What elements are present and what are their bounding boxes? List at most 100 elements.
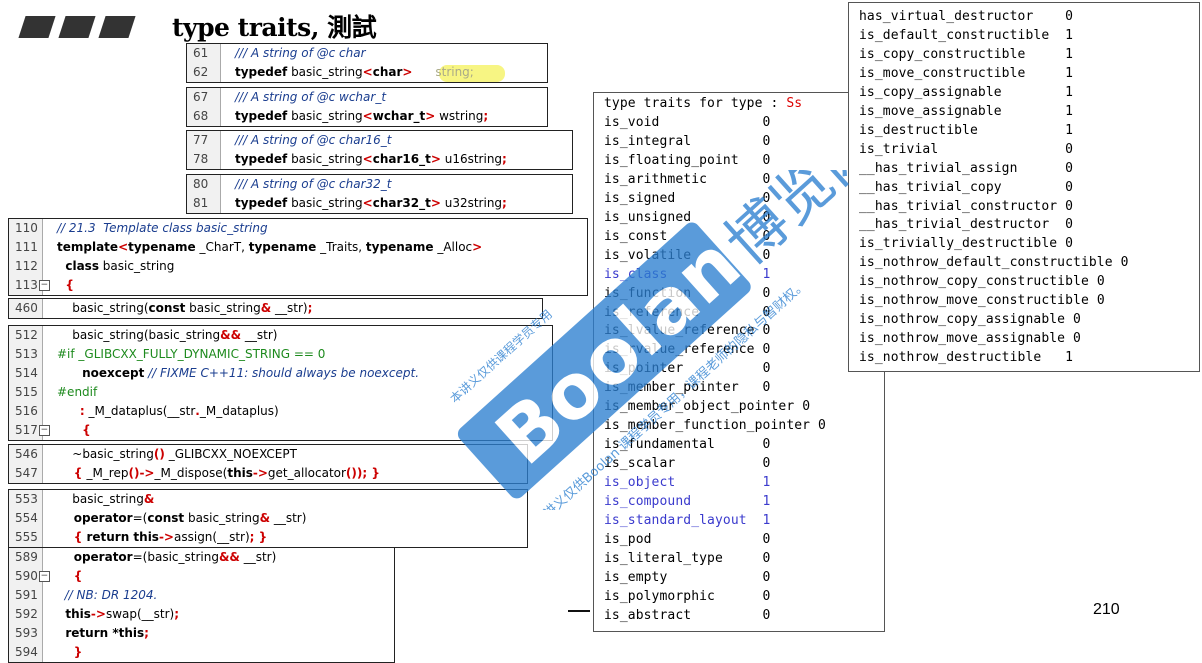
code-text: { xyxy=(57,421,91,440)
trait-value: 0 xyxy=(762,361,771,377)
trait-name: is_integral xyxy=(604,133,692,149)
code-token: char xyxy=(372,65,403,79)
trait-row: is_member_object_pointer 0 xyxy=(604,399,810,414)
code-token: basic_string xyxy=(185,301,261,315)
trait-name: is_member_pointer xyxy=(604,380,739,396)
code-token: < xyxy=(362,196,373,210)
trait-row: is_function 0 xyxy=(604,286,770,301)
trait-name: is_nothrow_move_constructible xyxy=(859,293,1089,309)
code-text: } xyxy=(57,643,83,662)
fold-toggle-icon[interactable]: − xyxy=(38,280,50,291)
code-token: typedef xyxy=(235,196,288,210)
fold-toggle-icon[interactable]: − xyxy=(38,571,50,582)
trait-name: is_polymorphic xyxy=(604,588,715,604)
trait-value: 0 xyxy=(1096,293,1105,309)
trait-row: is_member_pointer 0 xyxy=(604,380,770,395)
trait-value: 0 xyxy=(762,569,771,585)
trait-name: is_nothrow_destructible xyxy=(859,350,1042,366)
trait-row: is_class 1 xyxy=(604,267,770,282)
page-number: 210 xyxy=(1093,601,1120,618)
code-text: typedef basic_string<char32_t> u32string… xyxy=(235,194,507,213)
code-line: 555 { return this->assign(__str); } xyxy=(9,528,527,547)
line-number: 513 xyxy=(9,345,43,364)
code-token: string; xyxy=(412,65,474,79)
code-line: 516 : _M_dataplus(__str._M_dataplus) xyxy=(9,402,552,421)
trait-row: is_pointer 0 xyxy=(604,361,771,376)
code-line: 515#endif xyxy=(9,383,552,402)
code-line: 110// 21.3 Template class basic_string xyxy=(9,219,587,238)
traits-header-type: Ss xyxy=(786,96,803,111)
code-line: 554 operator=(const basic_string& __str) xyxy=(9,509,527,528)
line-number: 553 xyxy=(9,490,43,509)
trait-name: is_floating_point xyxy=(604,152,739,168)
trait-row: is_signed 0 xyxy=(604,191,770,206)
code-token: > xyxy=(430,196,441,210)
trait-value: 1 xyxy=(762,512,771,528)
trait-row: is_nothrow_move_constructible 0 xyxy=(859,293,1105,308)
line-number: 77 xyxy=(187,131,221,150)
code-token: __str) xyxy=(271,301,308,315)
code-box: 589 operator=(basic_string&& __str)590− … xyxy=(8,547,395,663)
code-token: < xyxy=(362,109,373,123)
code-token: () xyxy=(153,447,165,461)
code-token: ; xyxy=(144,626,149,640)
line-number: 515 xyxy=(9,383,43,402)
code-text: basic_string(const basic_string& __str); xyxy=(57,299,312,318)
code-line: 547 { _M_rep()->_M_dispose(this->get_all… xyxy=(9,464,527,483)
title-decoration-bar-2 xyxy=(58,16,96,38)
trait-row: is_integral 0 xyxy=(604,134,770,149)
trait-name: is_nothrow_copy_constructible xyxy=(859,274,1089,290)
trait-value: 1 xyxy=(1065,350,1074,366)
trait-value: 1 xyxy=(762,266,771,282)
code-token: =(basic_string xyxy=(132,550,219,564)
code-text: { xyxy=(57,276,74,295)
trait-name: is_pointer xyxy=(604,361,684,377)
code-text: basic_string(basic_string&& __str) xyxy=(57,326,277,345)
trait-row: __has_trivial_copy 0 xyxy=(859,180,1073,195)
trait-row: is_default_constructible 1 xyxy=(859,28,1073,43)
code-line: 514 noexcept // FIXME C++11: should alwa… xyxy=(9,364,552,383)
code-line: 513#if _GLIBCXX_FULLY_DYNAMIC_STRING == … xyxy=(9,345,552,364)
code-token: ~basic_string xyxy=(57,447,154,461)
trait-row: is_member_function_pointer 0 xyxy=(604,418,826,433)
trait-value: 0 xyxy=(1065,141,1074,157)
code-text: /// A string of @c wchar_t xyxy=(235,88,386,107)
trait-name: is_destructible xyxy=(859,122,978,138)
title-decoration-bar-1 xyxy=(18,16,56,38)
code-token: noexcept xyxy=(57,366,145,380)
code-token: > xyxy=(425,109,436,123)
trait-value: 0 xyxy=(762,133,771,149)
code-box: 553 basic_string&554 operator=(const bas… xyxy=(8,489,528,548)
code-token: ()); xyxy=(345,466,368,480)
trait-value: 1 xyxy=(1065,84,1074,100)
code-line: 546 ~basic_string() _GLIBCXX_NOEXCEPT xyxy=(9,445,527,464)
code-token: operator xyxy=(57,550,133,564)
trait-value: 0 xyxy=(1065,236,1074,252)
code-token: /// A string of @c char16_t xyxy=(235,133,392,147)
trait-value: 1 xyxy=(1065,65,1074,81)
trait-row: is_nothrow_copy_assignable 0 xyxy=(859,312,1081,327)
code-token: char32_t xyxy=(372,196,431,210)
trait-name: is_pod xyxy=(604,531,652,547)
code-token: const xyxy=(147,511,185,525)
trait-value: 0 xyxy=(1120,255,1129,271)
trait-name: is_volatile xyxy=(604,247,692,263)
fold-toggle-icon[interactable]: − xyxy=(38,425,50,436)
code-line: 593 return *this; xyxy=(9,624,394,643)
code-token: basic_string xyxy=(98,259,175,273)
trait-row: is_empty 0 xyxy=(604,570,770,585)
line-number: 460 xyxy=(9,299,43,318)
trait-name: is_member_object_pointer xyxy=(604,399,795,415)
trait-row: is_object 1 xyxy=(604,475,770,490)
trait-name: is_function xyxy=(604,285,692,301)
line-number: 67 xyxy=(187,88,221,107)
line-number: 554 xyxy=(9,509,43,528)
trait-name: is_class xyxy=(604,266,668,282)
code-line: 591 // NB: DR 1204. xyxy=(9,586,394,605)
code-text: { return this->assign(__str); } xyxy=(57,528,268,547)
code-text: return *this; xyxy=(57,624,149,643)
code-token: this xyxy=(57,607,91,621)
trait-value: 1 xyxy=(1065,27,1074,43)
line-number: 62 xyxy=(187,63,221,82)
